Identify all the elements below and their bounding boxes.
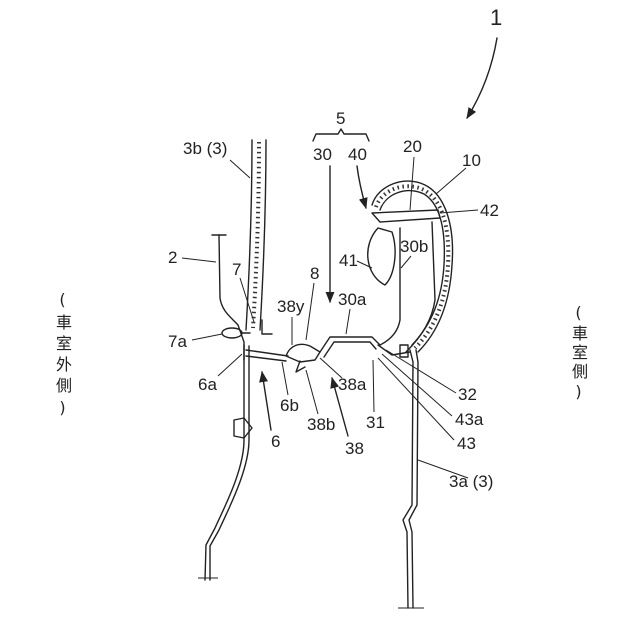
member-31-32 bbox=[378, 345, 410, 355]
label-43: 43 bbox=[457, 434, 476, 453]
label-10: 10 bbox=[462, 151, 481, 170]
leader-30b bbox=[401, 256, 411, 268]
arrow-1 bbox=[467, 38, 497, 118]
label-20: 20 bbox=[403, 137, 422, 156]
label-32: 32 bbox=[458, 385, 477, 404]
label-38b: 38b bbox=[307, 415, 335, 434]
label-8: 8 bbox=[310, 264, 319, 283]
seal-10-inner bbox=[380, 191, 444, 345]
vehicle-exterior-side-label: (車室外側) bbox=[54, 290, 70, 422]
vehicle-interior-side-label: (車室側) bbox=[570, 303, 586, 404]
panel-3b-hatch bbox=[253, 142, 259, 328]
label-42: 42 bbox=[480, 201, 499, 220]
leader-38b bbox=[306, 370, 318, 414]
label-6a: 6a bbox=[198, 375, 217, 394]
part-38b-hook bbox=[296, 361, 305, 372]
leader-8 bbox=[306, 283, 314, 340]
label-1: 1 bbox=[490, 5, 502, 30]
member-6-upper bbox=[246, 350, 288, 356]
bracket-5 bbox=[313, 129, 369, 141]
label-5: 5 bbox=[336, 109, 345, 128]
leader-6b bbox=[282, 362, 288, 395]
label-6b: 6b bbox=[280, 396, 299, 415]
leader-30a bbox=[346, 309, 350, 334]
member-7 bbox=[262, 320, 272, 334]
arrow-6 bbox=[262, 372, 271, 430]
member-6-lower bbox=[246, 356, 286, 361]
label-7: 7 bbox=[232, 260, 241, 279]
member-30a-lower bbox=[324, 342, 376, 357]
leader-20 bbox=[410, 157, 414, 210]
leader-3b bbox=[230, 160, 250, 178]
label-38a: 38a bbox=[338, 375, 367, 394]
leader-6a bbox=[218, 354, 242, 376]
label-38y: 38y bbox=[277, 297, 305, 316]
bulb-41 bbox=[368, 228, 395, 285]
label-41: 41 bbox=[339, 251, 358, 270]
panel-3b-outer bbox=[246, 140, 252, 330]
label-30a: 30a bbox=[338, 290, 367, 309]
arrow-40 bbox=[357, 166, 366, 208]
part-38 bbox=[286, 344, 320, 362]
label-43a: 43a bbox=[455, 410, 484, 429]
leader-32 bbox=[386, 350, 456, 393]
panel-3b-inner bbox=[260, 140, 266, 330]
label-2: 2 bbox=[168, 248, 177, 267]
panel-3a-outer bbox=[403, 350, 413, 608]
label-40: 40 bbox=[348, 145, 367, 164]
clip-7a bbox=[222, 328, 242, 338]
leader-2 bbox=[182, 258, 216, 262]
leader-41 bbox=[357, 261, 372, 268]
leader-10 bbox=[436, 168, 466, 194]
label-3b: 3b (3) bbox=[183, 139, 227, 158]
panel-2-outer bbox=[205, 235, 244, 580]
label-3a: 3a (3) bbox=[449, 472, 493, 491]
label-6: 6 bbox=[271, 432, 280, 451]
leader-7a bbox=[192, 334, 222, 340]
lip-20 bbox=[372, 210, 440, 222]
leader-31 bbox=[373, 360, 374, 412]
label-30b: 30b bbox=[400, 237, 428, 256]
label-31: 31 bbox=[366, 413, 385, 432]
leader-43 bbox=[378, 358, 454, 440]
label-38: 38 bbox=[345, 439, 364, 458]
channel-30b bbox=[380, 228, 400, 345]
label-30: 30 bbox=[313, 145, 332, 164]
label-7a: 7a bbox=[168, 332, 187, 351]
